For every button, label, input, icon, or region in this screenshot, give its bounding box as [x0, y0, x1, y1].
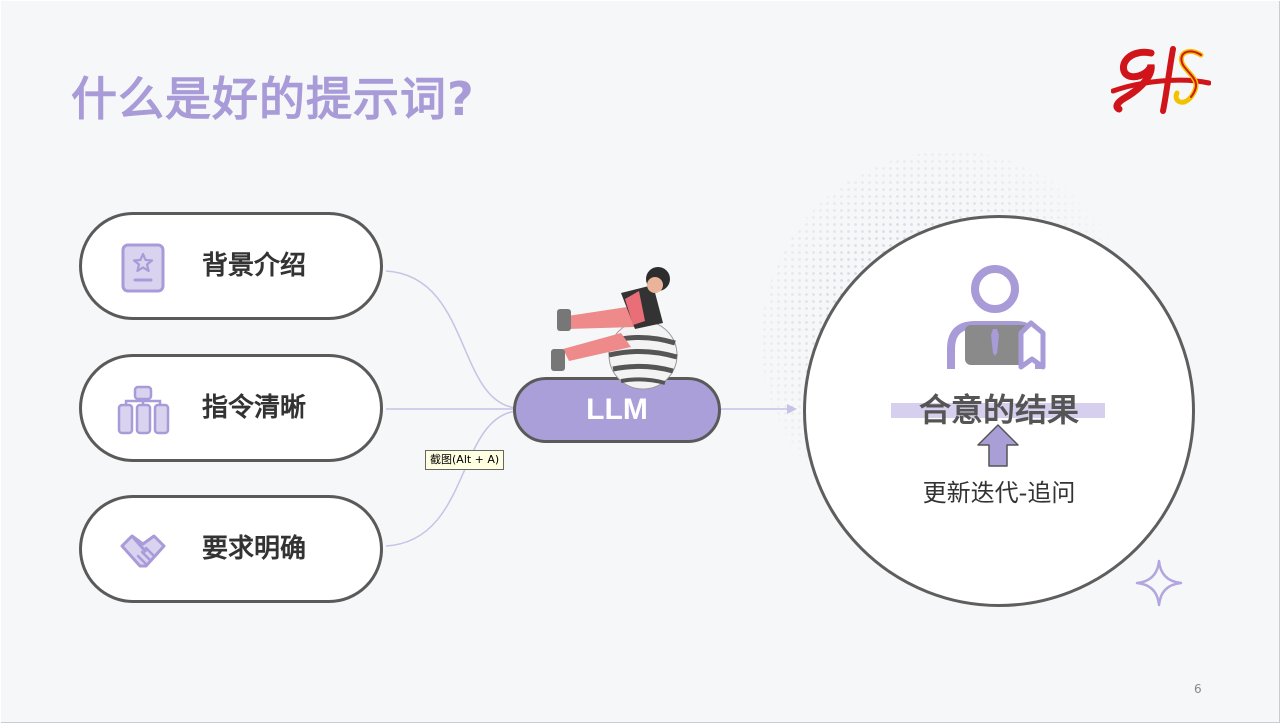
up-arrow-icon [977, 424, 1019, 467]
hierarchy-icon [117, 385, 170, 435]
item-clear-requirements[interactable]: 要求明确 [79, 495, 383, 603]
result-subtitle: 更新迭代-追问 [922, 479, 1076, 507]
person-presenter-icon [947, 265, 1046, 370]
id-card-icon [121, 243, 165, 293]
screenshot-tooltip: 截图(Alt + A) [425, 450, 505, 470]
item-label: 指令清晰 [202, 393, 307, 423]
sparkle-icon [1135, 559, 1183, 607]
person-on-ball-illustration [551, 267, 678, 390]
result-highlight [891, 403, 1105, 418]
logo [1111, 46, 1211, 114]
item-label: 要求明确 [202, 534, 307, 564]
item-background-intro[interactable]: 背景介绍 [79, 212, 383, 320]
result-title: 合意的结果 [918, 391, 1079, 429]
item-label: 背景介绍 [202, 251, 307, 281]
llm-node[interactable]: LLM [513, 377, 721, 443]
slide-title: 什么是好的提示词? [71, 72, 475, 126]
handshake-icon [120, 534, 166, 568]
page-number: 6 [1194, 682, 1202, 696]
item-clear-instructions[interactable]: 指令清晰 [79, 354, 383, 462]
